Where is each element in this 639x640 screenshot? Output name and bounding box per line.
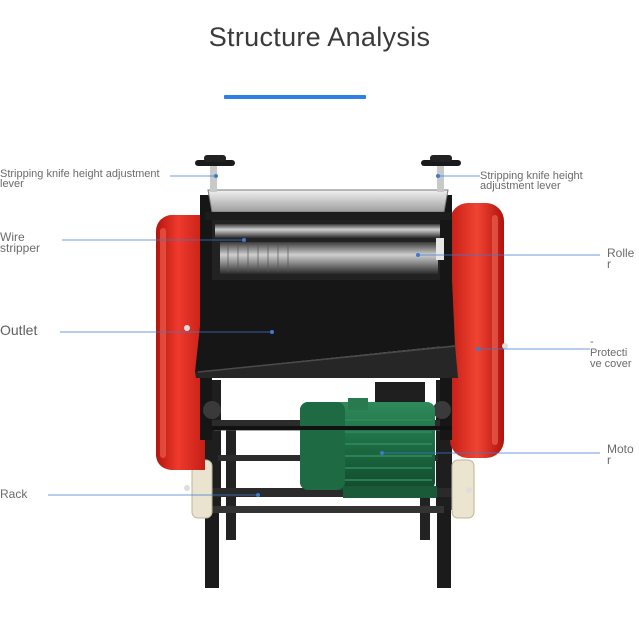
label-outlet: Outlet [0, 322, 38, 338]
label-protective-cover: - Protecti ve cover [590, 336, 632, 370]
label-rack: Rack [0, 487, 28, 501]
label-lever-left: Stripping knife height adjustment lever [0, 168, 160, 190]
label-roller: Rolle r [607, 246, 635, 271]
page-title: Structure Analysis [208, 22, 431, 52]
label-wire-stripper: Wire stripper [0, 230, 41, 255]
motor [300, 382, 437, 498]
label-lever-right: Stripping knife height adjustment lever [480, 170, 583, 192]
title-underline [224, 95, 366, 99]
label-motor: Moto r [607, 442, 634, 467]
adjustment-levers [195, 155, 461, 192]
